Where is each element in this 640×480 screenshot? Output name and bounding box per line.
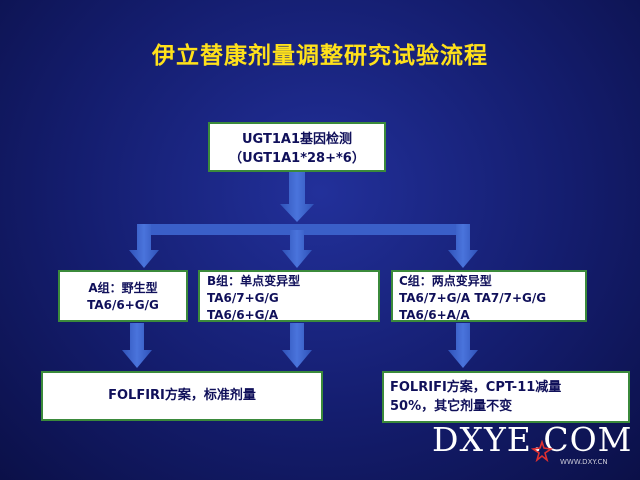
group-c-line-1: C组：两点变异型 (399, 274, 492, 288)
outcome-right-line-2: 50%，其它剂量不变 (390, 399, 513, 414)
group-c-line-3: TA6/6+A/A (399, 308, 470, 322)
arrow-a-to-outcome (122, 323, 152, 368)
top-box-line-1: UGT1A1基因检测 (241, 132, 353, 147)
outcome-reduced-dose-box: FOLRIFI方案，CPT-11减量 50%，其它剂量不变 (382, 371, 630, 423)
group-a-line-1: A组：野生型 (88, 281, 158, 295)
top-box-gene-test: UGT1A1基因检测 （UGT1A1*28+*6） (208, 122, 386, 172)
group-b-line-1: B组：单点变异型 (207, 274, 301, 288)
branch-bar (138, 224, 470, 235)
watermark-url: WWW.DXY.CN (560, 458, 608, 466)
arrow-c-to-outcome (448, 323, 478, 368)
arrow-to-group-a (129, 224, 159, 268)
group-c-line-2: TA6/7+G/A TA7/7+G/G (399, 291, 547, 305)
group-b-box: B组：单点变异型 TA6/7+G/G TA6/6+G/A (198, 270, 380, 322)
watermark-logo-icon (531, 440, 553, 462)
arrow-to-group-b (282, 230, 312, 268)
watermark-text: DXYE.COM (432, 420, 633, 459)
outcome-right-line-1: FOLRIFI方案，CPT-11减量 (390, 380, 562, 395)
outcome-left-text: FOLFIRI方案，标准剂量 (108, 388, 256, 403)
group-c-box: C组：两点变异型 TA6/7+G/A TA7/7+G/G TA6/6+A/A (391, 270, 587, 322)
group-a-box: A组：野生型 TA6/6+G/G (58, 270, 188, 322)
page-title: 伊立替康剂量调整研究试验流程 (152, 43, 488, 69)
arrow-b-to-outcome (282, 323, 312, 368)
group-b-line-2: TA6/7+G/G (207, 291, 279, 305)
outcome-standard-dose-box: FOLFIRI方案，标准剂量 (41, 371, 323, 421)
arrow-to-group-c (448, 224, 478, 268)
top-box-line-2: （UGT1A1*28+*6） (229, 151, 365, 166)
group-a-line-2: TA6/6+G/G (87, 298, 159, 312)
stem-arrow (280, 172, 314, 222)
group-b-line-3: TA6/6+G/A (207, 308, 279, 322)
